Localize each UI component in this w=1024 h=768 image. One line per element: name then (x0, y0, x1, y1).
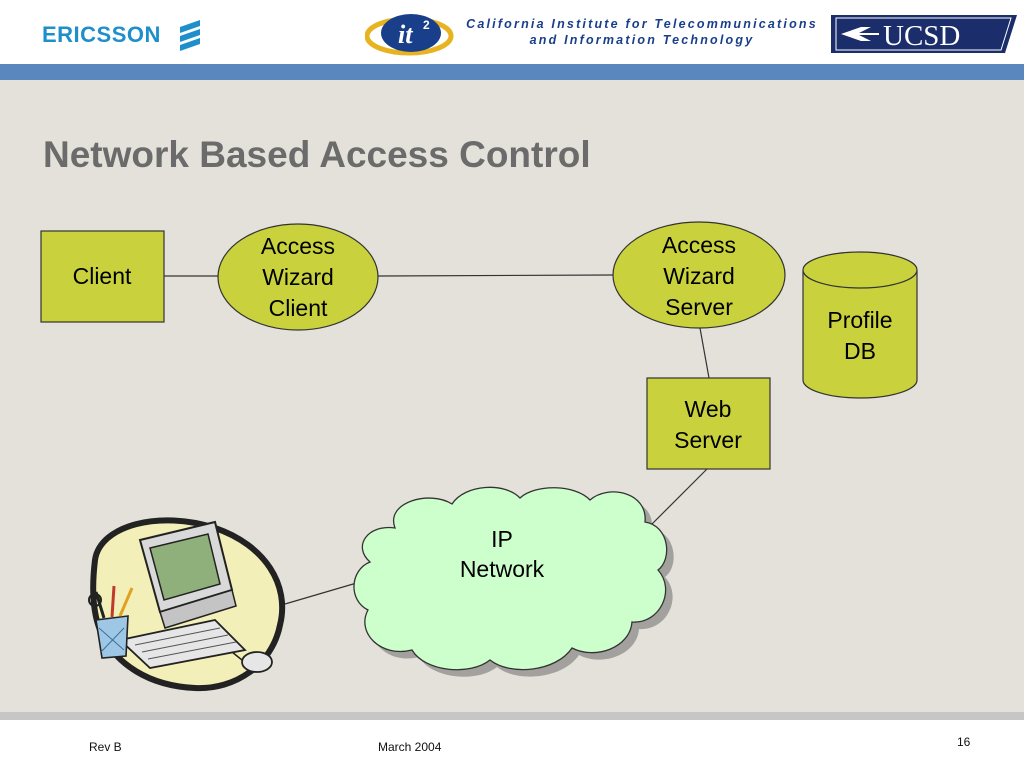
ucsd-logo-text: UCSD (883, 20, 960, 52)
access-wizard-server-label-line-3: Server (665, 294, 733, 320)
web-server-label-line-1: Web (685, 396, 732, 422)
access-wizard-server-label-line-1: Access (662, 232, 736, 258)
keyboard-icon (118, 619, 247, 669)
edge-wizard-server-to-web-server (699, 327, 710, 379)
calit2-line-1: California Institute for Telecommunicati… (466, 17, 818, 31)
profile-db-label-line-1: Profile (827, 307, 892, 333)
access-wizard-client-label-line-1: Access (261, 233, 335, 259)
footer-date: March 2004 (378, 740, 442, 754)
ericsson-mark-icon (179, 20, 200, 51)
profile-db-node: Profile DB (802, 251, 918, 399)
client-node: Client (40, 230, 165, 323)
edge-wizard-client-to-wizard-server (377, 274, 614, 277)
calit2-name: California Institute for Telecommunicati… (457, 16, 827, 48)
network-diagram: Client Access Wizard Client Access Wizar… (40, 221, 918, 692)
access-wizard-server-label-line-2: Wizard (663, 263, 735, 289)
calit2-mark-icon: it 2 (365, 14, 454, 56)
profile-db-label-line-2: DB (844, 338, 876, 364)
footer-page-number: 16 (957, 735, 971, 749)
pen-cup-icon (88, 585, 134, 659)
calit2-line-2: and Information Technology (529, 33, 755, 47)
access-wizard-client-label-line-2: Wizard (262, 264, 334, 290)
ucsd-logo: UCSD (831, 15, 1017, 53)
slide-title: Network Based Access Control (43, 134, 591, 175)
web-server-label-line-2: Server (674, 427, 742, 453)
ericsson-logo-text: ERICSSON (42, 22, 161, 47)
monitor-icon (138, 520, 237, 629)
footer-revision: Rev B (89, 740, 122, 754)
calit2-logo: it 2 California Institute for Telecommun… (365, 12, 825, 56)
mouse-icon (231, 651, 273, 673)
edge-ip-network-to-computer (284, 581, 361, 605)
access-wizard-server-node: Access Wizard Server (612, 221, 786, 329)
web-server-node: Web Server (646, 377, 771, 470)
computer-clipart-icon (88, 517, 286, 692)
ip-network-node: IP Network (353, 486, 674, 677)
access-wizard-client-label-line-3: Client (269, 295, 328, 321)
slide-footer: Rev B March 2004 16 (0, 720, 1024, 768)
footer-stripe (0, 712, 1024, 720)
ip-network-label-line-2: Network (460, 556, 545, 582)
calit2-mark-superscript: 2 (423, 18, 430, 32)
ip-network-label-line-1: IP (491, 526, 513, 552)
header-stripe (0, 64, 1024, 80)
ericsson-logo: ERICSSON (42, 20, 203, 51)
client-label: Client (73, 263, 132, 289)
slide-header: ERICSSON it 2 California Institute for T… (0, 0, 1024, 64)
calit2-mark-text: it (398, 20, 413, 49)
access-wizard-client-node: Access Wizard Client (217, 223, 379, 331)
